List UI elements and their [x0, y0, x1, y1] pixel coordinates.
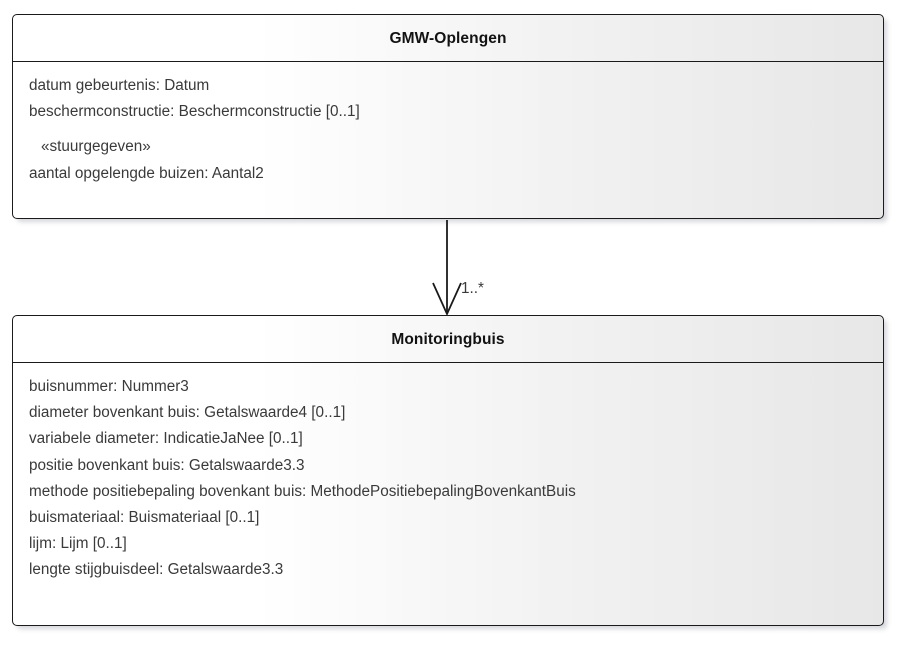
- uml-attribute: beschermconstructie: Beschermconstructie…: [29, 103, 360, 121]
- uml-attribute-compartment: datum gebeurtenis: Datum beschermconstru…: [13, 62, 883, 197]
- uml-attribute: aantal opgelengde buizen: Aantal2: [29, 164, 264, 182]
- uml-attribute: buisnummer: Nummer3: [29, 378, 189, 395]
- uml-attribute: lijm: Lijm [0..1]: [29, 535, 127, 553]
- uml-class-title: Monitoringbuis: [13, 316, 883, 363]
- uml-class-monitoringbuis[interactable]: Monitoringbuis buisnummer: Nummer3 diame…: [12, 315, 884, 626]
- connector-target-multiplicity: 1..*: [461, 280, 484, 297]
- uml-attribute: variabele diameter: IndicatieJaNee [0..1…: [29, 430, 303, 448]
- uml-class-gmw-oplengen[interactable]: GMW-Oplengen datum gebeurtenis: Datum be…: [12, 14, 884, 219]
- uml-class-title: GMW-Oplengen: [13, 15, 883, 62]
- uml-attribute: methode positiebepaling bovenkant buis: …: [29, 482, 576, 500]
- uml-attribute: lengte stijgbuisdeel: Getalswaarde3.3: [29, 561, 284, 579]
- uml-attribute: buismateriaal: Buismateriaal [0..1]: [29, 509, 260, 527]
- uml-attribute: datum gebeurtenis: Datum: [29, 77, 210, 94]
- uml-attribute-compartment: buisnummer: Nummer3 diameter bovenkant b…: [13, 363, 883, 594]
- uml-attribute: positie bovenkant buis: Getalswaarde3.3: [29, 456, 305, 474]
- uml-stereotype-label: «stuurgegeven»: [41, 138, 151, 156]
- arrowhead-open-icon: [432, 282, 462, 317]
- uml-attribute: diameter bovenkant buis: Getalswaarde4 […: [29, 404, 346, 422]
